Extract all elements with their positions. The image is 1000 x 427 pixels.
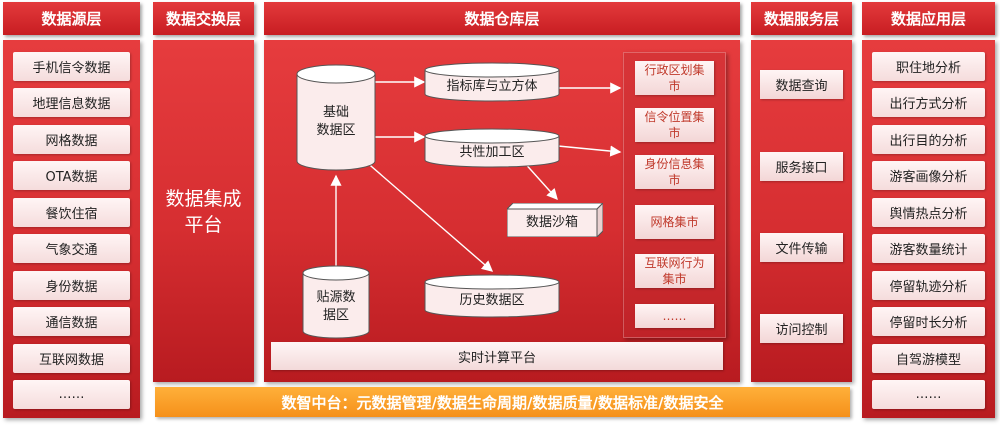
- service-layer-header: 数据服务层: [751, 2, 852, 35]
- warehouse-layer-body: 基础 数据区 指标库与立方体 共性加工区: [264, 40, 740, 382]
- application-layer-header: 数据应用层: [862, 2, 995, 35]
- source-data-zone: 贴源数 据区: [302, 265, 370, 339]
- service-item: 文件传输: [760, 233, 843, 262]
- source-item: 气象交通: [13, 234, 130, 263]
- warehouse-layer: 数据仓库层: [264, 2, 740, 384]
- basic-data-zone: 基础 数据区: [296, 64, 376, 171]
- common-processing-label: 共性加工区: [459, 145, 525, 160]
- cylinder-shape: [424, 274, 560, 318]
- service-item: 服务接口: [760, 152, 843, 181]
- cylinder-shape: [302, 265, 370, 339]
- service-item: 访问控制: [760, 314, 843, 343]
- exchange-layer: 数据交换层 数据集成 平台: [153, 2, 254, 384]
- flow-arrows: [330, 76, 622, 272]
- application-item: 出行方式分析: [872, 88, 985, 117]
- sandbox-label: 数据沙箱: [525, 215, 578, 230]
- source-item: OTA数据: [13, 161, 130, 190]
- common-processing-zone: 共性加工区: [424, 128, 560, 168]
- source-layer-header: 数据源层: [3, 2, 140, 35]
- integration-platform-line1: 数据集成: [165, 188, 242, 210]
- index-cube-label: 指标库与立方体: [446, 79, 538, 94]
- application-item: 游客画像分析: [872, 161, 985, 190]
- data-mart-item: 信令位置集市: [635, 108, 714, 142]
- basic-data-label-2: 数据区: [316, 123, 356, 138]
- application-item: 游客数量统计: [872, 234, 985, 263]
- application-item: 职住地分析: [872, 52, 985, 81]
- cylinder-shape: [296, 64, 376, 171]
- source-item: ……: [13, 380, 130, 409]
- source-item: 网格数据: [13, 125, 130, 154]
- application-item: ……: [872, 380, 985, 409]
- application-item: 停留轨迹分析: [872, 271, 985, 300]
- source-item: 餐饮住宿: [13, 198, 130, 227]
- exchange-layer-header: 数据交换层: [153, 2, 254, 35]
- arrow-basic-to-history: [363, 159, 494, 272]
- data-mart-item: 身份信息集市: [635, 155, 714, 189]
- source-item: 通信数据: [13, 307, 130, 336]
- data-mart-item: ……: [635, 304, 714, 328]
- application-layer: 数据应用层 职住地分析 出行方式分析 出行目的分析 游客画像分析 舆情热点分析 …: [862, 2, 995, 420]
- data-mart-item: 网格集市: [635, 205, 714, 239]
- arrow-common-to-sandbox: [521, 159, 558, 201]
- source-item: 互联网数据: [13, 344, 130, 373]
- history-data-zone: 历史数据区: [424, 274, 560, 318]
- cylinder-shape: [424, 62, 560, 102]
- data-marts-panel: 行政区划集市 信令位置集市 身份信息集市 网格集市 互联网行为集市 ……: [623, 52, 726, 338]
- integration-platform-line2: 平台: [184, 214, 223, 236]
- source-item: 身份数据: [13, 271, 130, 300]
- source-layer-body: 手机信令数据 地理信息数据 网格数据 OTA数据 餐饮住宿 气象交通 身份数据 …: [3, 40, 140, 418]
- application-layer-body: 职住地分析 出行方式分析 出行目的分析 游客画像分析 舆情热点分析 游客数量统计…: [862, 40, 995, 418]
- basic-data-label-1: 基础: [322, 105, 349, 120]
- data-middle-platform-bar: 数智中台：元数据管理/数据生命周期/数据质量/数据标准/数据安全: [155, 387, 850, 417]
- index-cube-store: 指标库与立方体: [424, 62, 560, 102]
- application-item: 出行目的分析: [872, 125, 985, 154]
- source-item: 地理信息数据: [13, 88, 130, 117]
- service-layer: 数据服务层 数据查询 服务接口 文件传输 访问控制: [751, 2, 852, 384]
- source-item: 手机信令数据: [13, 52, 130, 81]
- source-data-label-1: 贴源数: [316, 290, 356, 305]
- data-mart-item: 行政区划集市: [635, 61, 714, 95]
- cylinder-shape: [424, 128, 560, 168]
- source-layer: 数据源层 手机信令数据 地理信息数据 网格数据 OTA数据 餐饮住宿 气象交通 …: [3, 2, 140, 420]
- box-shape: [507, 203, 603, 237]
- realtime-platform: 实时计算平台: [271, 342, 723, 370]
- arrow-common-to-marts: [557, 145, 622, 157]
- data-sandbox: 数据沙箱: [507, 203, 603, 237]
- service-item: 数据查询: [760, 70, 843, 99]
- exchange-layer-body: 数据集成 平台: [153, 40, 254, 382]
- application-item: 自驾游模型: [872, 344, 985, 373]
- application-item: 舆情热点分析: [872, 198, 985, 227]
- application-item: 停留时长分析: [872, 307, 985, 336]
- service-layer-body: 数据查询 服务接口 文件传输 访问控制: [751, 40, 852, 382]
- source-data-label-2: 据区: [322, 308, 349, 323]
- history-label: 历史数据区: [459, 293, 525, 308]
- data-mart-item: 互联网行为集市: [635, 254, 714, 288]
- warehouse-layer-header: 数据仓库层: [264, 2, 740, 35]
